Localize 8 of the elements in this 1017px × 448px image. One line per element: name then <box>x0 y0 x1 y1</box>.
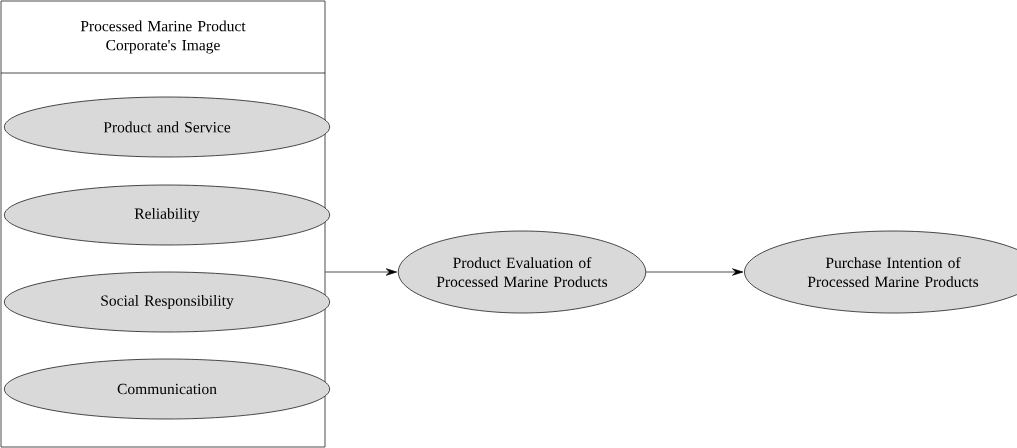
arrow <box>645 268 744 276</box>
ellipse-node: Communication <box>4 358 330 420</box>
ellipse-node: Reliability <box>4 184 330 246</box>
ellipse-node: Purchase Intention of Processed Marine Products <box>744 230 1017 314</box>
ellipse-node: Product and Service <box>4 96 330 158</box>
arrow <box>325 268 398 276</box>
ellipse-node: Social Responsibility <box>4 271 330 333</box>
ellipse-node: Product Evaluation of Processed Marine Products <box>397 230 647 314</box>
